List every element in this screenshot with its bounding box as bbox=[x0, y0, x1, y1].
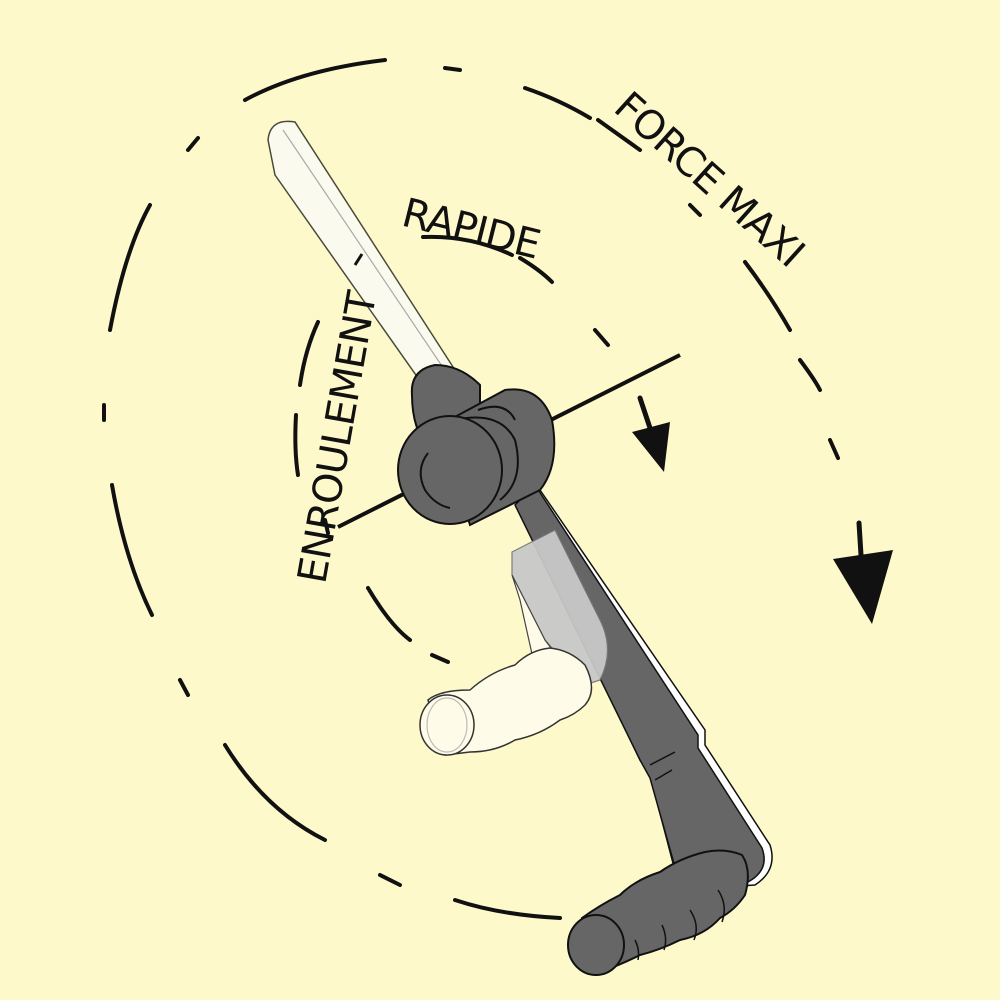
force-maxi-arrow-icon bbox=[833, 520, 893, 624]
rapide-arrow-icon bbox=[632, 395, 670, 472]
ghost-grip bbox=[419, 647, 593, 756]
hub-knob bbox=[397, 388, 556, 527]
force-maxi-dashed-arc bbox=[102, 58, 840, 920]
dark-grip bbox=[567, 849, 749, 976]
